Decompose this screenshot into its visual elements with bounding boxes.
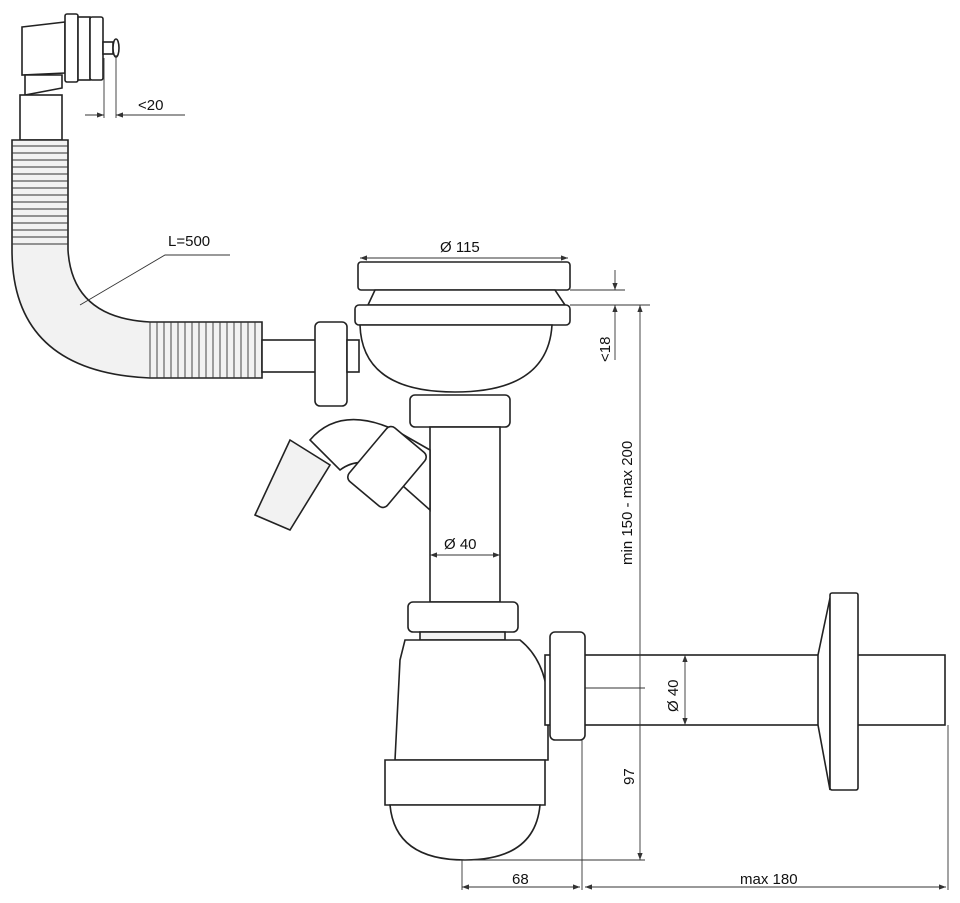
outlet-height-label: 97 bbox=[621, 768, 638, 785]
pipe-diameter-label: Ø 40 bbox=[444, 536, 477, 553]
overflow-nut bbox=[314, 321, 348, 407]
overflow-inlet bbox=[346, 339, 360, 373]
bottle-trap bbox=[384, 601, 549, 861]
overflow-connector-pipe bbox=[261, 339, 318, 373]
outlet-length-label: max 180 bbox=[740, 871, 798, 888]
height-range-label: min 150 - max 200 bbox=[619, 441, 636, 565]
strainer-diameter-label: Ø 115 bbox=[440, 239, 480, 256]
appliance-branch-connector bbox=[253, 418, 431, 532]
outlet-pipe bbox=[544, 592, 946, 791]
outlet-diameter-label: Ø 40 bbox=[665, 679, 682, 712]
dimension-lines bbox=[79, 55, 949, 890]
trap-offset-label: 68 bbox=[512, 871, 529, 888]
hose-length-label: L=500 bbox=[168, 233, 210, 250]
strainer bbox=[354, 261, 571, 428]
corrugated-overflow-hose bbox=[11, 139, 263, 379]
overflow-gap-label: <20 bbox=[138, 97, 163, 114]
vertical-drain-pipe bbox=[429, 426, 501, 603]
strainer-height-label: <18 bbox=[597, 337, 614, 362]
